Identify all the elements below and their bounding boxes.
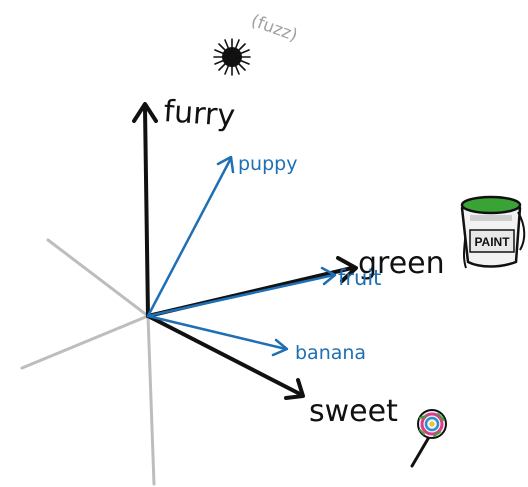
axis-label-green: green bbox=[358, 246, 445, 281]
word-vectors bbox=[146, 155, 337, 357]
banana-arrowhead bbox=[271, 338, 289, 357]
fruit-vector bbox=[146, 273, 336, 318]
puppy-vector bbox=[146, 158, 232, 318]
fuzz-caption: (fuzz) bbox=[248, 11, 300, 46]
word-label-fruit: fruit bbox=[338, 266, 381, 290]
sweet-axis bbox=[146, 314, 302, 396]
axis-label-furry: furry bbox=[162, 94, 236, 134]
green-arrowhead bbox=[336, 256, 358, 283]
paint-can-icon: PAINT bbox=[460, 195, 526, 269]
grey-axis-lower-left bbox=[20, 314, 150, 370]
axis-label-sweet: sweet bbox=[309, 394, 398, 429]
extra-dimension-lines bbox=[20, 238, 156, 486]
banana-vector bbox=[146, 314, 288, 351]
paint-can-label: PAINT bbox=[474, 235, 510, 249]
fuzz-ball-icon bbox=[213, 38, 251, 76]
furry-axis bbox=[143, 106, 150, 318]
puppy-arrowhead bbox=[216, 155, 235, 174]
lollipop-icon bbox=[410, 409, 447, 468]
grey-axis-down bbox=[146, 314, 156, 486]
word-label-banana: banana bbox=[295, 342, 366, 364]
fruit-arrowhead bbox=[320, 266, 337, 286]
grey-axis-upper-left bbox=[46, 238, 150, 318]
furry-arrowhead bbox=[132, 102, 158, 123]
sweet-arrowhead bbox=[284, 378, 305, 400]
word-label-puppy: puppy bbox=[238, 153, 297, 175]
